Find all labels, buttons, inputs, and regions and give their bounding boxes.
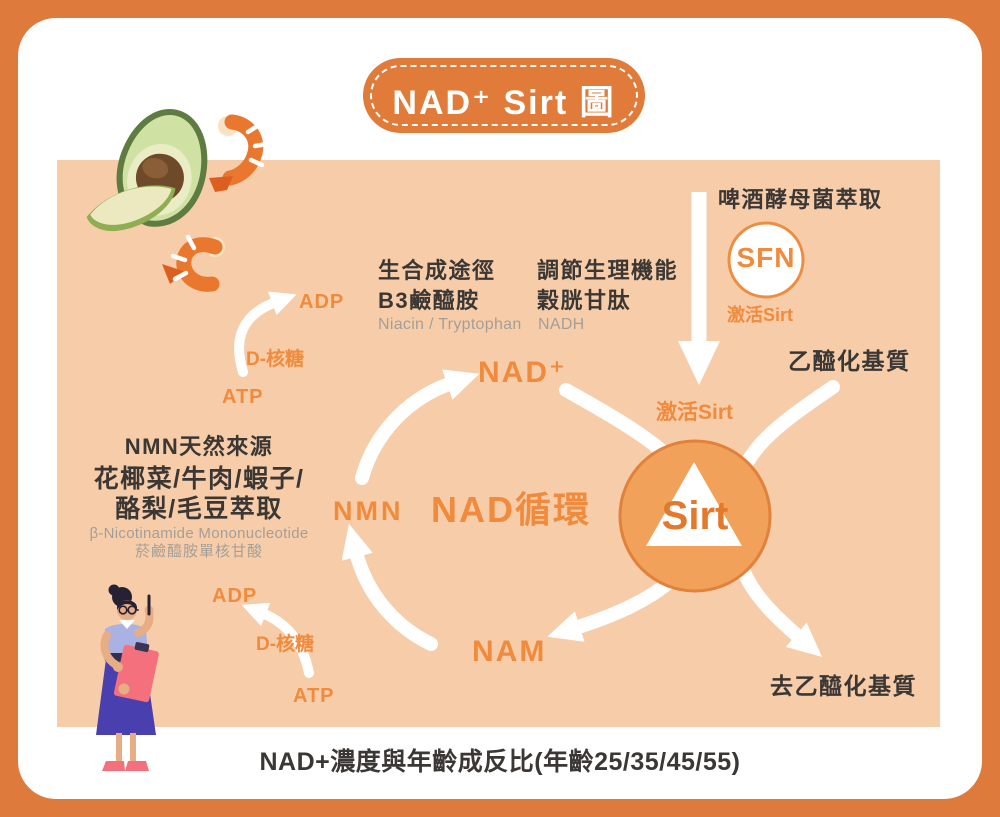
sfn-activate-label: 激活Sirt (727, 305, 794, 325)
woman-with-clipboard-illustration (96, 584, 159, 771)
regulation-line1: 調節生理機能 (537, 258, 679, 283)
bottom-caption: NAD+濃度與年齡成反比(年齡25/35/45/55) (259, 748, 741, 776)
adp-label-top: ADP (299, 291, 345, 313)
atp-adp-arrow-top (234, 291, 297, 377)
acetylated-substrate-label: 乙醯化基質 (788, 348, 911, 374)
cycle-arrow-nmn-to-nad (355, 369, 480, 485)
title-badge: NAD⁺ Sirt 圖 (363, 58, 645, 133)
biosynthesis-note: Niacin / Tryptophan (378, 316, 522, 333)
regulation-note: NADH (538, 316, 585, 333)
regulation-line2: 穀胱甘肽 (537, 288, 632, 313)
adp-label-bottom: ADP (212, 585, 258, 607)
sfn-circle (727, 221, 805, 299)
shrimp-icon-bottom (162, 234, 225, 292)
nad-cycle-label: NAD循環 (431, 489, 591, 530)
ribose-label-bottom: D-核糖 (256, 634, 315, 655)
nmn-node-label: NMN (333, 496, 404, 526)
nmn-source-foods1: 花椰菜/牛肉/蝦子/ (93, 465, 305, 493)
atp-adp-arrow-bottom (241, 602, 314, 678)
cycle-arrow-nam-to-nmn (341, 523, 438, 651)
nmn-source-note2: 菸鹼醯胺單核甘酸 (134, 543, 263, 560)
sirt-activate-label: 激活Sirt (656, 401, 734, 424)
sirt-triangle-icon (646, 462, 742, 546)
nmn-source-title: NMN天然來源 (124, 434, 274, 459)
woman-figure-icon (96, 584, 159, 771)
shrimp-icon-top (209, 114, 267, 192)
badge-dashed-border (370, 65, 638, 126)
atp-label-bottom: ATP (293, 685, 335, 707)
atp-label-top: ATP (222, 386, 264, 408)
biosynthesis-line2: B3鹼醯胺 (378, 288, 480, 313)
nmn-source-foods2: 酪梨/毛豆萃取 (115, 495, 283, 523)
sirt-enzyme-label: Sirt (661, 494, 729, 538)
biosynthesis-line1: 生合成途徑 (378, 258, 496, 283)
yeast-label: 啤酒酵母菌萃取 (718, 187, 883, 212)
deacetylated-substrate-label: 去乙醯化基質 (770, 673, 917, 699)
avocado-slice-icon (86, 185, 176, 232)
nmn-source-note1: β-Nicotinamide Mononucleotide (89, 525, 309, 542)
avocado-shrimp-illustration (86, 109, 267, 292)
ribose-label-top: D-核糖 (246, 349, 305, 370)
page-title: NAD⁺ Sirt 圖 (392, 84, 616, 122)
sfn-label: SFN (736, 242, 796, 273)
nad-node-label: NAD⁺ (478, 356, 567, 389)
nam-node-label: NAM (472, 635, 547, 668)
